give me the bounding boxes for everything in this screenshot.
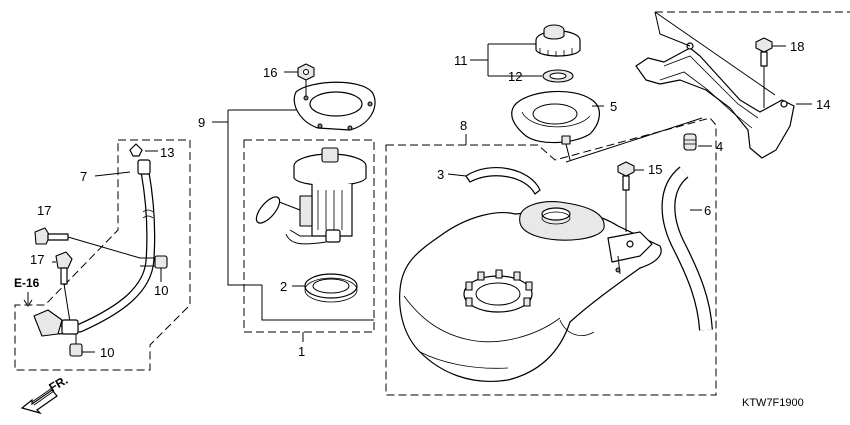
callout-15: 15 — [648, 162, 662, 177]
clamp-10-upper — [154, 255, 168, 269]
callout-7: 7 — [80, 169, 87, 184]
callout-10-lower: 10 — [100, 345, 114, 360]
callout-5: 5 — [610, 99, 617, 114]
callout-14: 14 — [816, 97, 830, 112]
tank-flange-studs — [465, 269, 533, 307]
callout-16: 16 — [263, 65, 277, 80]
callout-12: 12 — [508, 69, 522, 84]
grommet-4 — [683, 133, 712, 151]
fuel-hose — [55, 167, 156, 335]
clamp-10-lower — [69, 343, 83, 357]
tank-bracket-14 — [635, 47, 795, 159]
group-outline-1 — [243, 139, 375, 333]
fuel-pump-unit — [255, 147, 367, 245]
tank-bracket-group — [565, 11, 850, 163]
group-outline-8 — [385, 117, 717, 396]
front-direction-arrow-icon — [20, 387, 58, 415]
callout-17-lower: 17 — [30, 252, 44, 267]
callout-6: 6 — [704, 203, 711, 218]
callout-11: 11 — [454, 53, 468, 68]
bolt-15 — [617, 161, 644, 232]
callout-13: 13 — [160, 145, 174, 160]
retaining-clip-3 — [465, 167, 541, 195]
callout-4: 4 — [716, 139, 723, 154]
fuel-cap-11 — [535, 24, 581, 57]
callout-9: 9 — [198, 115, 205, 130]
callout-3: 3 — [437, 167, 444, 182]
breather-hose-6 — [661, 166, 713, 331]
fuel-float — [255, 196, 281, 224]
callout-8: 8 — [460, 118, 467, 133]
filler-assembly — [470, 24, 604, 161]
callout-1: 1 — [298, 344, 305, 359]
callout-2: 2 — [280, 279, 287, 294]
clip-13 — [129, 143, 143, 157]
bolt-17-upper — [34, 227, 141, 259]
callout-18: 18 — [790, 39, 804, 54]
callout-17-upper: 17 — [37, 203, 51, 218]
group-outline-7 — [14, 139, 191, 371]
fuel-hose-group — [14, 139, 191, 371]
fuel-tank-group — [385, 117, 717, 396]
reference-label: E-16 — [14, 276, 40, 290]
bolt-18 — [755, 37, 786, 108]
drawing-code: KTW7F1900 — [742, 397, 804, 409]
bolt-17-lower — [55, 251, 73, 323]
callout-10-upper: 10 — [154, 283, 168, 298]
fuel-pump-group — [212, 63, 376, 342]
hose-fitting-top — [137, 159, 151, 175]
hose-joint — [33, 309, 63, 337]
